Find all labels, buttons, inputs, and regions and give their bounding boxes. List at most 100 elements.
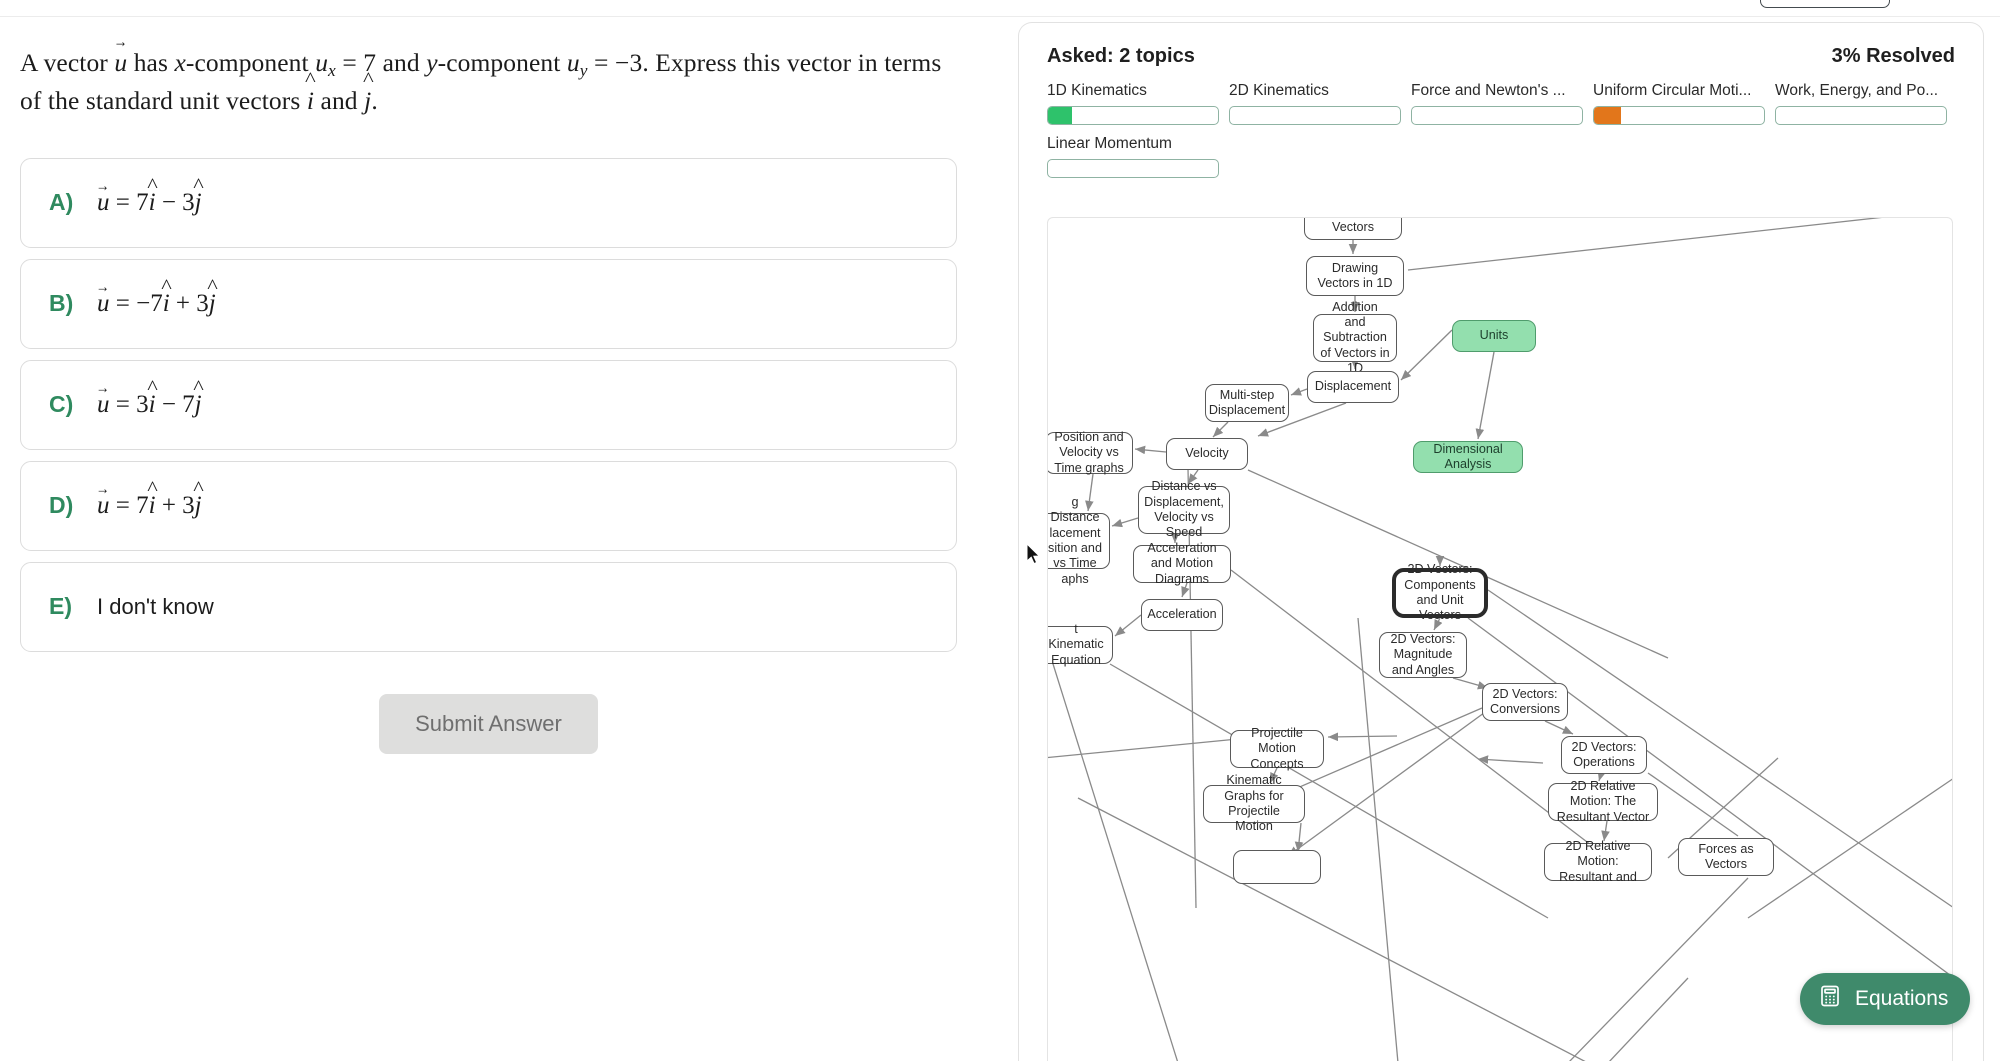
option-op: + 3 bbox=[155, 491, 195, 519]
graph-node-units[interactable]: Units bbox=[1452, 320, 1536, 352]
topic-progress-bar bbox=[1229, 106, 1401, 125]
graph-node-label: Kinematic Graphs for Projectile Motion bbox=[1224, 773, 1284, 834]
graph-node-addsub1d[interactable]: Addition and Subtraction of Vectors in 1… bbox=[1313, 300, 1397, 375]
graph-node-label: Multi-step Displacement bbox=[1208, 387, 1286, 417]
y-symbol: y bbox=[426, 48, 438, 77]
submit-row: Submit Answer bbox=[20, 693, 957, 754]
j-hat-symbol: j bbox=[195, 492, 202, 520]
graph-node-label: 2D Vectors: Components and Unit Vectors bbox=[1404, 562, 1476, 623]
graph-node-dimanalysis[interactable]: Dimensional Analysis bbox=[1413, 441, 1523, 473]
topic-progress-item[interactable]: Linear Momentum bbox=[1047, 135, 1219, 178]
graph-node-label: Dimensional Analysis bbox=[1433, 441, 1503, 471]
option-content: u = 7i − 3j bbox=[97, 189, 202, 217]
topic-progress-item[interactable]: 2D Kinematics bbox=[1229, 82, 1401, 125]
graph-node-vec2dcomp[interactable]: 2D Vectors: Components and Unit Vectors bbox=[1392, 562, 1488, 622]
topic-progress-bar bbox=[1047, 159, 1219, 178]
u-vector-symbol: u bbox=[97, 290, 110, 318]
topic-progress-fill bbox=[1048, 107, 1072, 124]
graph-node-relmot1[interactable]: 2D Relative Motion: The Resultant Vector bbox=[1548, 779, 1658, 824]
option-op: − 3 bbox=[155, 188, 195, 216]
option-op: − 7 bbox=[155, 390, 195, 418]
topic-progress-item[interactable]: Force and Newton's ... bbox=[1411, 82, 1583, 125]
question-part: has bbox=[127, 48, 175, 77]
graph-node-projconcepts[interactable]: Projectile Motion Concepts bbox=[1230, 726, 1324, 771]
topic-name: 1D Kinematics bbox=[1047, 82, 1147, 99]
j-hat-symbol: j bbox=[195, 189, 202, 217]
i-hat-symbol: i bbox=[163, 290, 170, 318]
graph-node-label: Forces as Vectors bbox=[1698, 841, 1754, 871]
calculator-icon bbox=[1818, 984, 1842, 1014]
top-partial-button[interactable] bbox=[1760, 0, 1890, 8]
option-eq: = 7 bbox=[109, 188, 149, 216]
topic-progress-bar bbox=[1411, 106, 1583, 125]
i-hat-symbol: i bbox=[149, 189, 156, 217]
answer-option-e[interactable]: E) I don't know bbox=[20, 561, 957, 652]
graph-node-distvsdisp[interactable]: Distance vs Displacement, Velocity vs Sp… bbox=[1138, 479, 1230, 539]
equations-button[interactable]: Equations bbox=[1800, 973, 1971, 1025]
question-part: . bbox=[371, 85, 378, 115]
u-vector-symbol: u bbox=[114, 45, 127, 82]
topic-name: Work, Energy, and Po... bbox=[1775, 82, 1939, 99]
graph-node-label: Distance vs Displacement, Velocity vs Sp… bbox=[1144, 479, 1224, 540]
answer-option-b[interactable]: B) u = −7i + 3j bbox=[20, 258, 957, 349]
graph-node-acceleration[interactable]: Acceleration bbox=[1141, 599, 1223, 631]
graph-node-accelmotion[interactable]: Acceleration and Motion Diagrams bbox=[1133, 541, 1231, 586]
graph-node-kineq[interactable]: t Kinematic Equation bbox=[1048, 622, 1113, 667]
j-hat-symbol: j bbox=[195, 391, 202, 419]
graph-node-posvel[interactable]: Position and Velocity vs Time graphs bbox=[1048, 429, 1133, 475]
ux-subscript: x bbox=[328, 60, 336, 80]
option-eq: = 7 bbox=[109, 491, 149, 519]
graph-node-label: Velocity bbox=[1185, 446, 1229, 461]
topic-progress-item[interactable]: Uniform Circular Moti... bbox=[1593, 82, 1765, 125]
graph-node-label: 2D Vectors: Operations bbox=[1571, 739, 1637, 769]
graph-node-graphingdist[interactable]: g Distance lacement sition and vs Time a… bbox=[1048, 495, 1110, 586]
submit-answer-button[interactable]: Submit Answer bbox=[379, 693, 598, 754]
graph-node-vec2dops[interactable]: 2D Vectors: Operations bbox=[1561, 736, 1647, 774]
answer-option-d[interactable]: D) u = 7i + 3j bbox=[20, 460, 957, 551]
graph-node-displacement[interactable]: Displacement bbox=[1307, 371, 1399, 403]
graph-node-kingraphsproj[interactable]: Kinematic Graphs for Projectile Motion bbox=[1203, 773, 1305, 833]
topic-progress-item[interactable]: 1D Kinematics bbox=[1047, 82, 1219, 125]
j-hat-symbol: j bbox=[209, 290, 216, 318]
graph-node-velocity[interactable]: Velocity bbox=[1166, 438, 1248, 470]
graph-node-label: t Kinematic Equation bbox=[1048, 621, 1104, 667]
topic-name: Force and Newton's ... bbox=[1411, 82, 1566, 99]
option-letter: A) bbox=[49, 189, 74, 216]
option-letter: E) bbox=[49, 593, 72, 620]
option-letter: C) bbox=[49, 391, 74, 418]
answer-option-a[interactable]: A) u = 7i − 3j bbox=[20, 157, 957, 248]
u-vector-symbol: u bbox=[97, 492, 110, 520]
uy-value: = −3 bbox=[587, 48, 643, 77]
graph-node-relmot2[interactable]: 2D Relative Motion: Resultant and bbox=[1544, 839, 1652, 884]
graph-node-multistep[interactable]: Multi-step Displacement bbox=[1205, 384, 1289, 422]
ux-base: u bbox=[315, 48, 329, 77]
graph-node-projbottom[interactable] bbox=[1233, 850, 1321, 884]
question-part: and bbox=[314, 85, 365, 115]
u-vector-symbol: u bbox=[97, 189, 110, 217]
question-part: . Express this vector in terms of the st… bbox=[20, 48, 942, 115]
graph-node-label: Acceleration bbox=[1147, 607, 1217, 622]
graph-node-drawing1d[interactable]: Drawing Vectors in 1D bbox=[1306, 256, 1404, 296]
header-divider bbox=[0, 16, 2000, 17]
topic-progress-grid: 1D Kinematics 2D Kinematics Force and Ne… bbox=[1047, 82, 1952, 178]
j-hat-symbol: j bbox=[364, 83, 371, 120]
graph-node-vec2dconv[interactable]: 2D Vectors: Conversions bbox=[1482, 683, 1568, 721]
graph-node-label: Position and Velocity vs Time graphs bbox=[1054, 429, 1124, 475]
graph-node-label: Projectile Motion Concepts bbox=[1250, 725, 1304, 771]
graph-node-vec2dmag[interactable]: 2D Vectors: Magnitude and Angles bbox=[1379, 632, 1467, 678]
answer-option-c[interactable]: C) u = 3i − 7j bbox=[20, 359, 957, 450]
graph-node-forcesvec[interactable]: Forces as Vectors bbox=[1678, 838, 1774, 876]
graph-node-label: Displacement bbox=[1314, 379, 1392, 394]
graph-node-label: Scalars vs Vectors bbox=[1324, 218, 1382, 234]
option-content: u = −7i + 3j bbox=[97, 290, 216, 318]
graph-node-label: Units bbox=[1479, 328, 1509, 343]
equations-button-label: Equations bbox=[1855, 987, 1949, 1010]
topic-name: Uniform Circular Moti... bbox=[1593, 82, 1752, 99]
graph-node-scalars[interactable]: Scalars vs Vectors bbox=[1304, 218, 1402, 240]
resolved-percent-label: 3% Resolved bbox=[1831, 45, 1955, 67]
option-content: u = 7i + 3j bbox=[97, 492, 202, 520]
question-part: A vector bbox=[20, 48, 115, 77]
topic-progress-item[interactable]: Work, Energy, and Po... bbox=[1775, 82, 1947, 125]
